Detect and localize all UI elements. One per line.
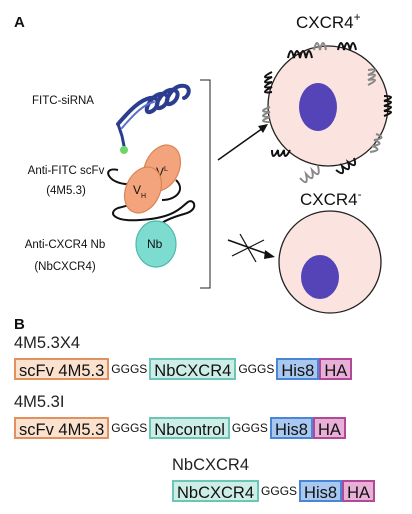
negative-cell-nucleus xyxy=(301,255,339,299)
construct-name-3: NbCXCR4 xyxy=(172,456,250,474)
nb-label: Anti-CXCR4 Nb (NbCXCR4) xyxy=(16,238,114,274)
block-cross-2 xyxy=(231,239,265,257)
construct-name-1: 4M5.3X4 xyxy=(14,334,81,352)
arrow-to-positive-cell xyxy=(217,124,268,161)
ha-tag-segment: HA xyxy=(319,358,353,380)
vl-label: VL xyxy=(156,165,168,179)
fitc-dot xyxy=(120,146,128,154)
arrow-blocked-to-negative-cell xyxy=(227,233,275,263)
panel-b-letter: B xyxy=(14,316,25,333)
scfv-segment: scFv 4M5.3 xyxy=(14,417,110,439)
panel-a-diagram: VL VH Nb xyxy=(107,42,392,314)
linker-segment: GGGS xyxy=(261,484,298,498)
nb-label-line2: (NbCXCR4) xyxy=(34,261,96,273)
cxcr4-receptors xyxy=(262,42,392,184)
scfv-label-line1: Anti-FITC scFv xyxy=(27,165,105,177)
cxcr4-negative-name: CXCR4 xyxy=(300,190,358,209)
scfv-segment: scFv 4M5.3 xyxy=(14,358,110,380)
cxcr4-negative-label: CXCR4- xyxy=(300,187,362,210)
cxcr4-positive-cell xyxy=(262,42,392,184)
scfv-linker-mid xyxy=(161,179,181,201)
cxcr4-negative-cell xyxy=(278,210,382,314)
vh-domain xyxy=(123,166,163,214)
nb-segment: NbCXCR4 xyxy=(172,480,260,502)
his-tag-segment: His8 xyxy=(299,480,343,502)
his-tag-segment: His8 xyxy=(276,358,320,380)
his-tag-segment: His8 xyxy=(269,417,313,439)
construct-row-3: NbCXCR4 GGGS His8 HA xyxy=(172,479,375,503)
bracket xyxy=(200,79,211,289)
ha-tag-segment: HA xyxy=(312,417,346,439)
ha-tag-segment: HA xyxy=(342,480,375,502)
cxcr4-positive-label: CXCR4+ xyxy=(296,10,361,33)
construct-name-2: 4M5.3I xyxy=(14,393,65,411)
linker-segment: GGGS xyxy=(111,421,148,435)
cxcr4-positive-sign: + xyxy=(353,10,361,24)
cxcr4-positive-name: CXCR4 xyxy=(296,13,354,32)
cxcr4-negative-sign: - xyxy=(357,187,362,201)
nb-domain-label: Nb xyxy=(147,237,163,251)
sirna-helix xyxy=(116,83,191,148)
scfv-nb-linker xyxy=(112,197,196,227)
fitc-sirna-label: FITC-siRNA xyxy=(32,95,94,107)
construct-row-2: scFv 4M5.3 GGGS Nbcontrol GGGS His8 HA xyxy=(14,416,346,440)
nb-segment: NbCXCR4 xyxy=(149,358,237,380)
linker-segment: GGGS xyxy=(231,421,268,435)
nb-control-segment: Nbcontrol xyxy=(149,417,230,439)
linker-segment: GGGS xyxy=(238,362,275,376)
panel-a-letter: A xyxy=(14,14,25,31)
nb-domain xyxy=(135,220,177,268)
positive-cell-nucleus xyxy=(299,83,337,131)
scfv-label-line2: (4M5.3) xyxy=(46,185,86,197)
construct-row-1: scFv 4M5.3 GGGS NbCXCR4 GGGS His8 HA xyxy=(14,357,353,381)
nb-label-line1: Anti-CXCR4 Nb xyxy=(24,239,106,251)
scfv-label: Anti-FITC scFv (4M5.3) xyxy=(18,164,114,198)
vh-label: VH xyxy=(133,183,146,200)
linker-segment: GGGS xyxy=(111,362,148,376)
